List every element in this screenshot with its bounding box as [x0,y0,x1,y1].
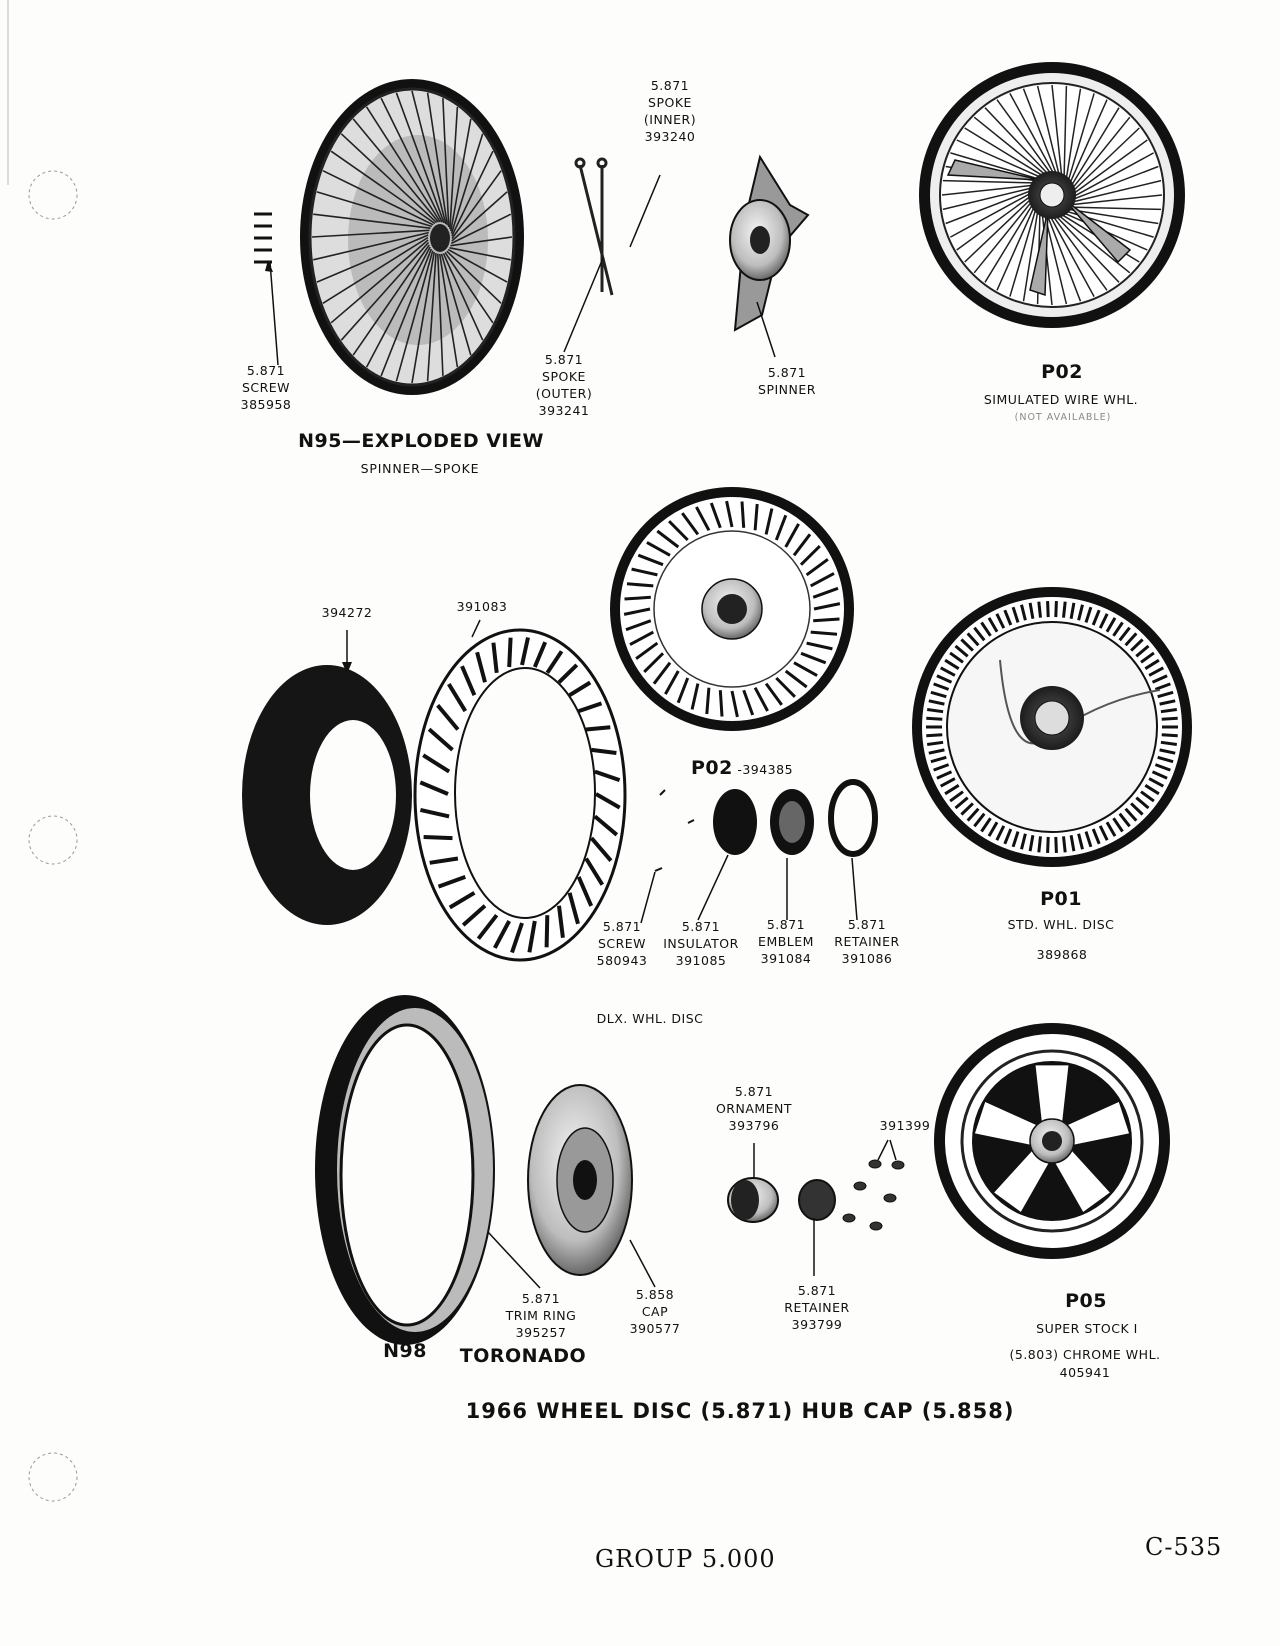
deluxe-code: P02 [690,757,733,779]
p02-top-note: (NOT AVAILABLE) [1014,412,1112,423]
super-stock-wheel-drawing [934,1023,1170,1259]
binder-holes [28,170,78,1502]
backing-part: 394272 [321,605,373,620]
spinner-name: SPINNER [758,382,816,397]
emblem-name: EMBLEM [758,934,814,949]
ornament-group: 5.871 [734,1084,774,1099]
spoke-inner-group: 5.871 [650,78,690,93]
p05-line2: (5.803) CHROME WHL. [1009,1347,1161,1362]
p02-top-code: P02 [1041,361,1083,383]
insulator-name: INSULATOR [663,936,739,951]
n95-heading: N95—EXPLODED VIEW [298,430,544,452]
deluxe-code-part: -394385 [737,762,794,777]
ring-part: 391083 [456,599,508,614]
cap-callout: 5.858 CAP 390577 [630,1286,681,1337]
lug-nuts-drawing [842,1159,905,1231]
ornament-name: ORNAMENT [715,1101,793,1116]
wire-wheel-drawing [300,79,524,395]
deluxe-retainer-callout: 5.871 RETAINER 391086 [834,916,899,967]
trim-ring-callout: 5.871 TRIM RING 395257 [506,1290,577,1341]
trim-ring-name: TRIM RING [505,1308,577,1323]
spoke-inner-part: 393240 [644,129,696,144]
spoke-inner-type: (INNER) [643,112,697,127]
screw-drawings [254,212,272,264]
backing-plate-drawing [242,665,412,925]
spoke-inner-name: SPOKE [648,95,692,110]
footer-page-number: C-535 [1145,1533,1223,1561]
ornament-callout: 5.871 ORNAMENT 393796 [716,1083,792,1134]
screw-name: SCREW [241,380,291,395]
deluxe-retainer-name: RETAINER [834,934,900,949]
deluxe-screw-part: 580943 [596,953,648,968]
ornament-retainer-part: 393799 [791,1317,843,1332]
p01-part: 389868 [1036,947,1088,962]
insulator-part: 391085 [675,953,727,968]
n95-subheading: SPINNER—SPOKE [360,461,480,476]
standard-wheel-disc-drawing [912,587,1192,867]
turbine-ring-drawing [413,628,627,962]
spoke-outer-callout: 5.871 SPOKE (OUTER) 393241 [536,351,592,419]
ornament-part: 393796 [728,1118,780,1133]
spinner-callout: 5.871 SPINNER [758,364,816,398]
toronado-name: TORONADO [459,1345,587,1367]
hub-cap-drawing [527,1084,633,1276]
cap-part: 390577 [629,1321,681,1336]
screw-part: 385958 [240,397,292,412]
spoke-inner-callout: 5.871 SPOKE (INNER) 393240 [644,77,696,145]
ornament-retainer-name: RETAINER [784,1300,850,1315]
spoke-outer-type: (OUTER) [535,386,593,401]
emblem-group: 5.871 [766,917,806,932]
spoke-drawings [574,157,614,296]
ornament-retainer-group: 5.871 [797,1283,837,1298]
nuts-part: 391399 [879,1118,931,1133]
p05-line1: SUPER STOCK I [1036,1321,1138,1336]
trim-ring-group: 5.871 [521,1291,561,1306]
deluxe-code-row: P02 -394385 [691,757,793,779]
deluxe-parts-drawing [654,779,878,872]
spoke-outer-name: SPOKE [542,369,586,384]
insulator-callout: 5.871 INSULATOR 391085 [663,918,739,969]
screw-callout: 5.871 SCREW 385958 [241,362,292,413]
deluxe-disc-assembled-drawing [610,487,854,731]
trim-ring-part: 395257 [515,1325,567,1340]
deluxe-retainer-part: 391086 [841,951,893,966]
spoke-outer-group: 5.871 [544,352,584,367]
footer-group: GROUP 5.000 [595,1545,776,1573]
spinner-drawing [729,154,810,332]
screw-group: 5.871 [246,363,286,378]
page-title: 1966 WHEEL DISC (5.871) HUB CAP (5.858) [465,1399,1015,1423]
p02-top-desc: SIMULATED WIRE WHL. [983,392,1139,407]
p05-code: P05 [1065,1290,1107,1312]
deluxe-screw-callout: 5.871 SCREW 580943 [597,918,648,969]
emblem-part: 391084 [760,951,812,966]
ornament-retainer-callout: 5.871 RETAINER 393799 [784,1282,849,1333]
deluxe-retainer-group: 5.871 [847,917,887,932]
cap-name: CAP [641,1304,669,1319]
deluxe-caption: DLX. WHL. DISC [596,1011,704,1026]
n98-code: N98 [383,1340,427,1362]
trim-ring-drawing [315,995,495,1345]
emblem-callout: 5.871 EMBLEM 391084 [758,916,814,967]
p05-part: 405941 [1059,1365,1111,1380]
p01-desc: STD. WHL. DISC [1007,917,1115,932]
ornament-drawing [727,1177,836,1223]
simulated-wire-wheel-drawing [919,62,1185,328]
p01-code: P01 [1040,888,1082,910]
cap-group: 5.858 [635,1287,675,1302]
deluxe-screw-name: SCREW [597,936,647,951]
spoke-outer-part: 393241 [538,403,590,418]
deluxe-screw-group: 5.871 [602,919,642,934]
spinner-group: 5.871 [767,365,807,380]
insulator-group: 5.871 [681,919,721,934]
